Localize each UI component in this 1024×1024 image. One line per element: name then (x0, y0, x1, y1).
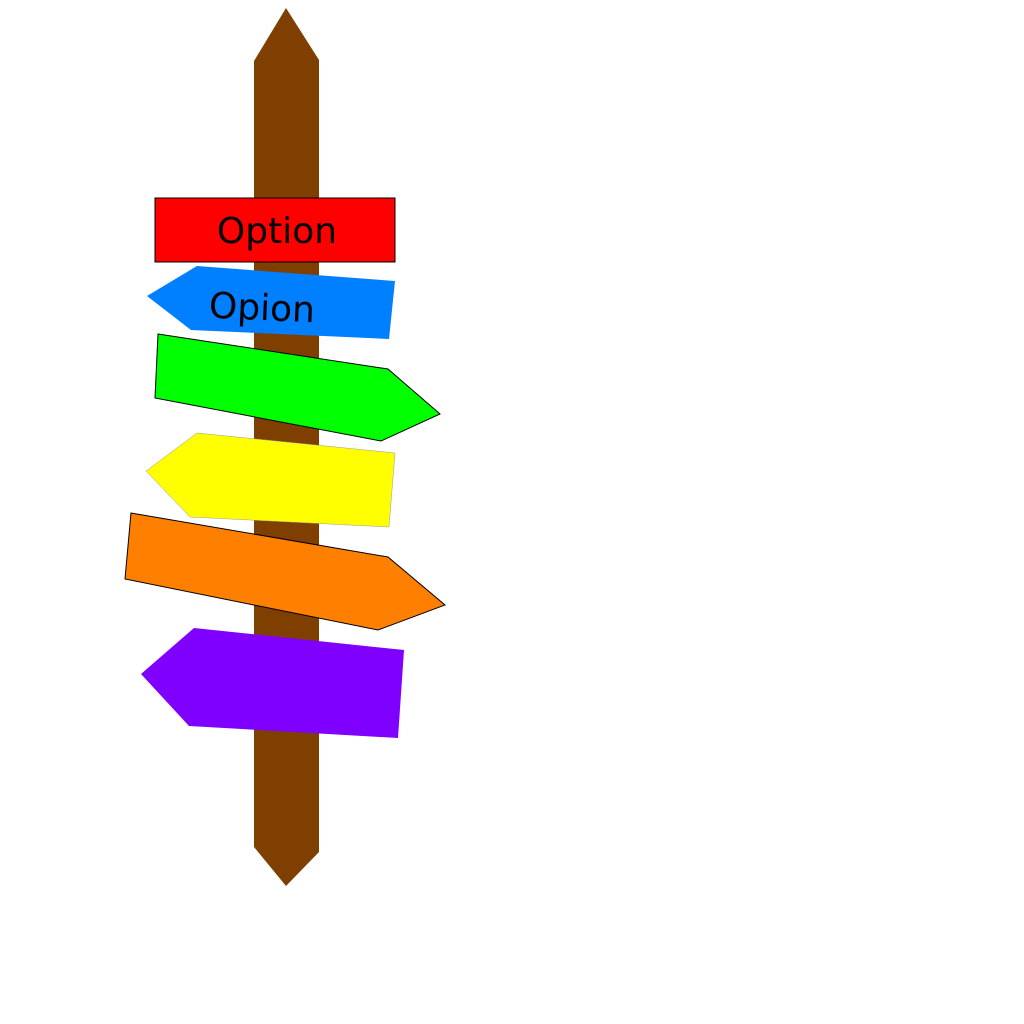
sign-red-label: Option (217, 211, 337, 252)
sign-blue-label: Opion (208, 286, 316, 332)
sign-orange (124, 512, 446, 631)
sign-red: Option (154, 197, 396, 263)
sign-purple (141, 628, 404, 738)
sign-blue: Opion (147, 266, 395, 339)
sign-green (154, 333, 441, 442)
sign-yellow (145, 432, 396, 528)
